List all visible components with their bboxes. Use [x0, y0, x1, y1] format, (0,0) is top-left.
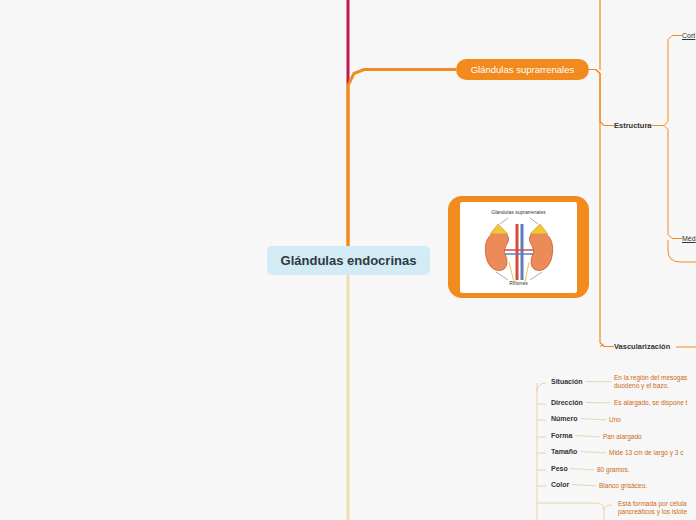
topic-text: 80 gramos. [597, 466, 630, 474]
attribute-label: Situación [551, 378, 583, 385]
topic-text: Es alargado, se dispone t [614, 399, 687, 407]
red-branch [347, 0, 350, 86]
leaf-topic: Méd [682, 235, 696, 242]
attribute-value: Mide 13 cm de largo y 3 c [609, 449, 683, 457]
branch-connector [586, 402, 611, 403]
branch-connector [580, 419, 606, 420]
attribute-label: Forma [551, 432, 572, 439]
detail-bracket [537, 383, 546, 520]
attribute-value: Pan alargado [603, 433, 642, 441]
attribute-value: 80 gramos. [597, 466, 630, 474]
beige-trunk [347, 275, 350, 520]
topic-text: Número [551, 415, 577, 422]
attribute-value: Blanco grisáceo. [599, 482, 647, 490]
subtopic: Estructura [614, 121, 652, 130]
topic-text: En la región del mesogas duodeno y el ba… [614, 374, 692, 390]
branch-connector [575, 436, 600, 437]
topic-text: Glándulas endocrinas [281, 253, 417, 268]
topic-text: Dirección [551, 399, 583, 406]
branch-connector [348, 70, 456, 247]
branch-connector [580, 452, 606, 453]
topic-text: Tamaño [551, 448, 577, 455]
topic-text: Estructura [614, 121, 652, 130]
topic-text: Méd [682, 235, 696, 242]
leaf-topic: Cort [682, 32, 695, 39]
attribute-value: Uno [609, 416, 621, 424]
structure-branch [668, 240, 696, 262]
attribute-label: Número [551, 415, 577, 422]
branch-connector [652, 126, 682, 239]
branch-connector [571, 469, 594, 470]
topic-text: Mide 13 cm de largo y 3 c [609, 449, 683, 457]
topic-text: Cort [682, 32, 695, 39]
branch-connector [572, 485, 596, 486]
vascular-branch [676, 347, 696, 348]
central-topic: Glándulas endocrinas [267, 246, 430, 275]
topic-text: Pan alargado [603, 433, 642, 441]
branch-connector [652, 36, 682, 126]
topic-text: Está formada por célula pancreáticos y l… [618, 500, 692, 516]
attribute-value: Está formada por célula pancreáticos y l… [618, 500, 692, 516]
topic-text: Forma [551, 432, 572, 439]
attribute-label: Dirección [551, 399, 583, 406]
attribute-label: Peso [551, 465, 568, 472]
topic-text: Situación [551, 378, 583, 385]
attribute-value: En la región del mesogas duodeno y el ba… [614, 374, 692, 390]
image-title: Glándulas suprarrenales [460, 209, 577, 215]
attribute-label: Color [551, 481, 569, 488]
topic-text: Peso [551, 465, 568, 472]
branch-connector [589, 70, 614, 347]
topic-text: Vascularización [614, 342, 670, 351]
upper-branch [599, 0, 600, 70]
main-topic: Glándulas suprarrenales [456, 59, 589, 80]
topic-text: Color [551, 481, 569, 488]
branch-connector [586, 381, 611, 382]
image-label: Riñones [460, 280, 577, 286]
image-topic: Glándulas suprarrenalesRiñones [448, 196, 589, 298]
topic-text: Blanco grisáceo. [599, 482, 647, 490]
composition-bracket [537, 503, 612, 520]
topic-text: Glándulas suprarrenales [471, 64, 575, 75]
branch-connector [589, 70, 614, 126]
attribute-value: Es alargado, se dispone t [614, 399, 687, 407]
topic-text: Uno [609, 416, 621, 424]
subtopic: Vascularización [614, 342, 670, 351]
attribute-label: Tamaño [551, 448, 577, 455]
